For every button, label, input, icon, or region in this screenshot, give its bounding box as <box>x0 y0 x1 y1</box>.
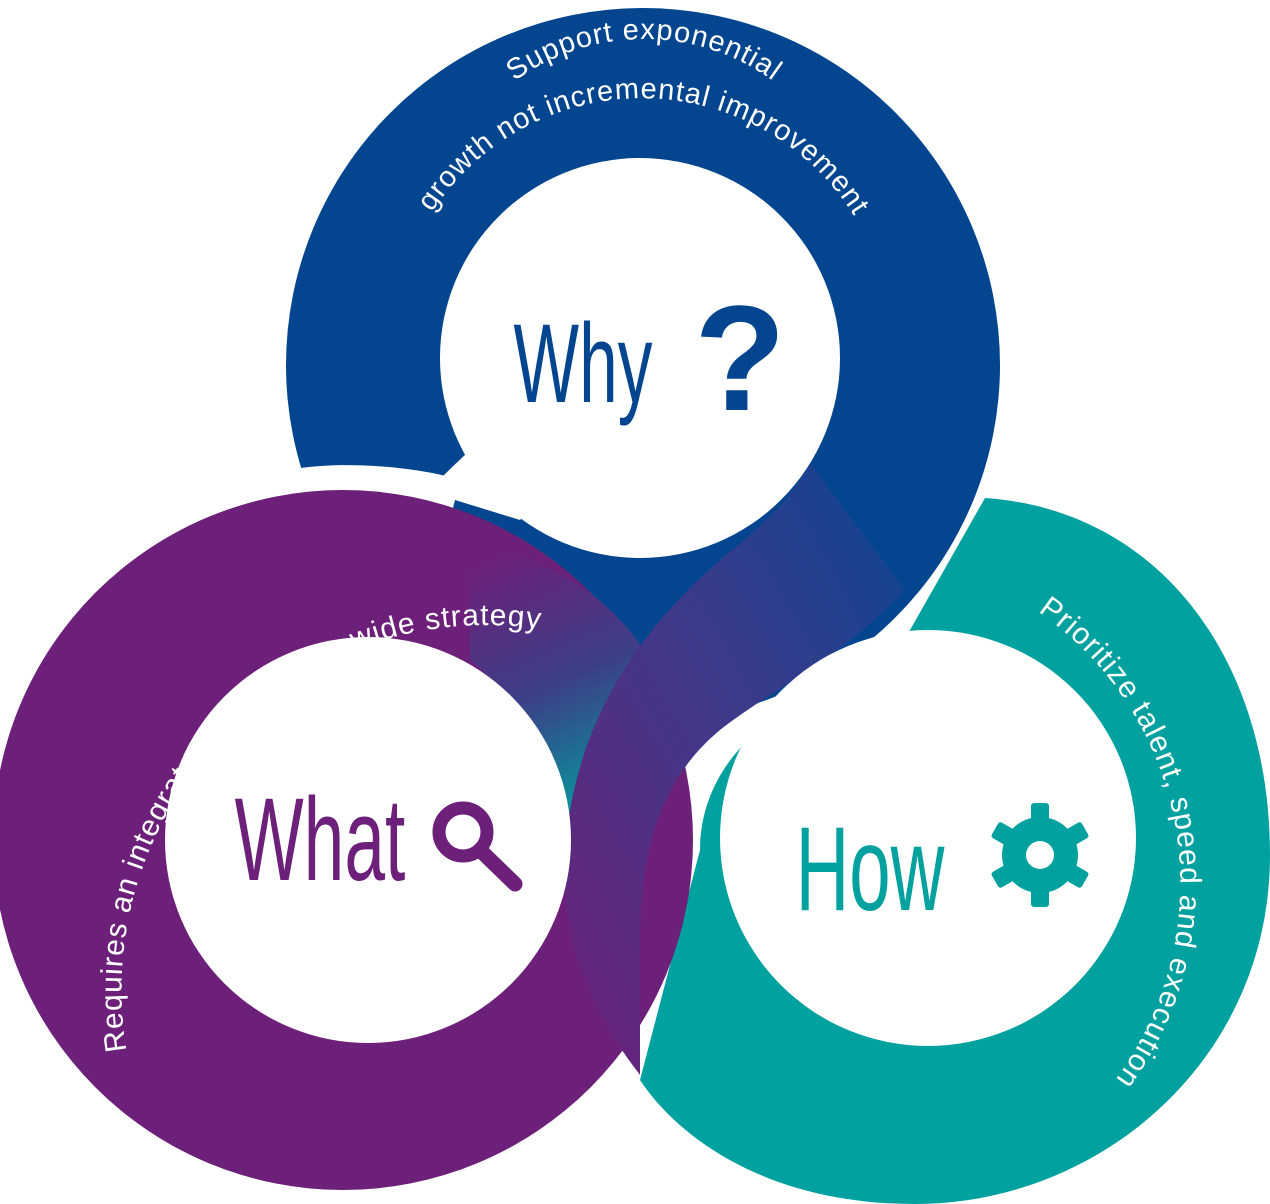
why-center-tail <box>436 450 560 520</box>
how-center <box>720 630 1136 1046</box>
why-label: Why <box>514 301 653 426</box>
why-center <box>440 158 840 558</box>
why-label-group: Why ? <box>514 274 786 442</box>
gear-icon <box>991 803 1089 907</box>
question-mark-icon: ? <box>694 274 786 442</box>
what-center <box>165 637 571 1043</box>
how-label-group: How <box>796 803 1089 936</box>
what-label-group: What <box>235 773 523 905</box>
magnifier-icon <box>432 801 523 892</box>
what-label: What <box>235 773 406 905</box>
how-label: How <box>796 803 945 936</box>
connector-swoosh <box>564 460 905 1075</box>
